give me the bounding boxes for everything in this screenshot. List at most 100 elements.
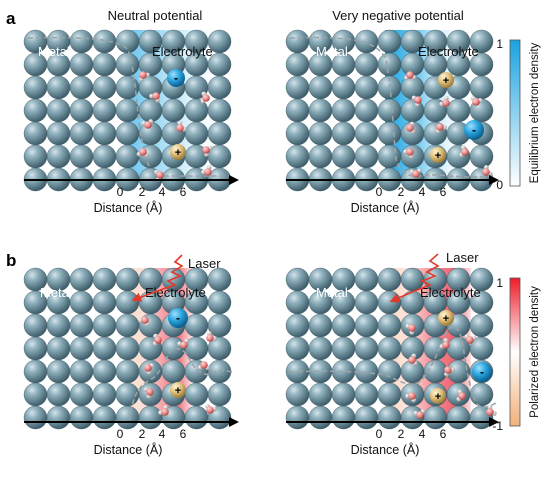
metal-atom — [23, 75, 48, 100]
metal-atom — [69, 98, 94, 123]
water-molecule — [439, 338, 450, 349]
metal-atom — [377, 313, 402, 338]
electrolyte-label: Electrolyte — [152, 44, 213, 59]
metal-atom — [285, 98, 310, 123]
colorbar-label: Equilibrium electron density — [529, 42, 541, 183]
tick-label: 2 — [398, 427, 405, 441]
water-molecule — [459, 145, 469, 158]
tick-label: 4 — [419, 427, 426, 441]
metal-atom — [69, 336, 94, 361]
metal-atom — [308, 121, 333, 146]
metal-atom — [377, 52, 402, 77]
density-profile-curve — [289, 326, 499, 408]
panel-label-a: a — [6, 9, 16, 28]
metal-atom — [69, 52, 94, 77]
axis-a-left: 0 2 4 6 Distance (Å) — [24, 175, 239, 215]
water-molecule — [405, 392, 417, 403]
svg-text:-: - — [472, 123, 476, 137]
axis-title: Distance (Å) — [351, 442, 420, 457]
metal-atom — [377, 267, 402, 292]
tick-label: 4 — [159, 185, 166, 199]
metal-atom — [354, 290, 379, 315]
metal-atom — [285, 144, 310, 169]
metal-atom — [69, 290, 94, 315]
metal-atom — [469, 382, 494, 407]
metal-atom — [115, 405, 140, 430]
water-molecule — [176, 121, 187, 132]
metal-atom — [184, 382, 209, 407]
axis-title: Distance (Å) — [94, 200, 163, 215]
panel-b-right: Metal Electrolyte Laser + + - — [285, 250, 499, 430]
metal-atom — [115, 98, 140, 123]
metal-atom — [207, 290, 232, 315]
metal-atom — [23, 336, 48, 361]
metal-atom — [92, 405, 117, 430]
water-molecule — [408, 353, 418, 366]
water-molecule — [143, 387, 154, 399]
water-molecule — [435, 123, 447, 134]
laser-label: Laser — [188, 256, 221, 271]
metal-atom — [446, 144, 471, 169]
metal-atom — [46, 336, 71, 361]
metal-atom — [46, 382, 71, 407]
metal-atom — [331, 121, 356, 146]
metal-atom — [377, 405, 402, 430]
metal-atom — [23, 382, 48, 407]
water-molecule — [144, 363, 155, 375]
water-molecule — [486, 405, 497, 416]
metal-atom — [69, 29, 94, 54]
colorbar-max: 1 — [496, 276, 503, 290]
water-molecule — [406, 121, 416, 134]
density-profile-curve — [27, 36, 230, 177]
water-molecules — [403, 71, 493, 178]
metal-atom — [331, 382, 356, 407]
metal-atom — [46, 144, 71, 169]
metal-atom — [115, 121, 140, 146]
metal-atom — [354, 144, 379, 169]
water-molecule — [403, 148, 414, 159]
tick-label: 0 — [117, 427, 124, 441]
metal-atom — [138, 98, 163, 123]
metal-atom — [308, 98, 333, 123]
colorbar-min: -1 — [492, 419, 503, 433]
colorbar-max: 1 — [496, 37, 503, 51]
tick-label: 2 — [139, 427, 146, 441]
metal-atom — [354, 405, 379, 430]
anion: - — [464, 120, 484, 140]
metal-atom — [331, 405, 356, 430]
axis-b-right: 0 2 4 6 Distance (Å) — [286, 417, 499, 457]
water-molecule — [200, 91, 210, 104]
water-molecules — [136, 71, 213, 182]
metal-atom — [285, 382, 310, 407]
metal-atom — [377, 336, 402, 361]
metal-atom — [331, 75, 356, 100]
colorbar-label: Polarized electron density — [529, 286, 541, 418]
metal-atom — [23, 313, 48, 338]
metal-atom — [285, 313, 310, 338]
metal-atom — [331, 336, 356, 361]
water-molecules — [405, 323, 497, 419]
metal-atom — [377, 382, 402, 407]
metal-atom — [285, 52, 310, 77]
metal-atom — [469, 75, 494, 100]
svg-text:+: + — [443, 75, 449, 87]
metal-atom — [354, 98, 379, 123]
metal-atom — [207, 382, 232, 407]
water-molecule — [413, 409, 426, 419]
electrolyte-label: Electrolyte — [145, 285, 206, 300]
water-molecule — [456, 389, 466, 402]
cation: + — [430, 388, 446, 404]
svg-text:+: + — [175, 147, 181, 159]
water-molecule — [202, 145, 213, 157]
metal-atom — [115, 359, 140, 384]
water-molecule — [405, 323, 416, 335]
metal-atom — [285, 29, 310, 54]
water-molecule — [205, 403, 217, 414]
water-molecule — [136, 148, 149, 158]
water-molecule — [404, 71, 417, 81]
water-molecule — [464, 334, 477, 344]
metal-atom — [69, 313, 94, 338]
metal-atom — [331, 98, 356, 123]
colorbar-min: 0 — [496, 178, 503, 192]
